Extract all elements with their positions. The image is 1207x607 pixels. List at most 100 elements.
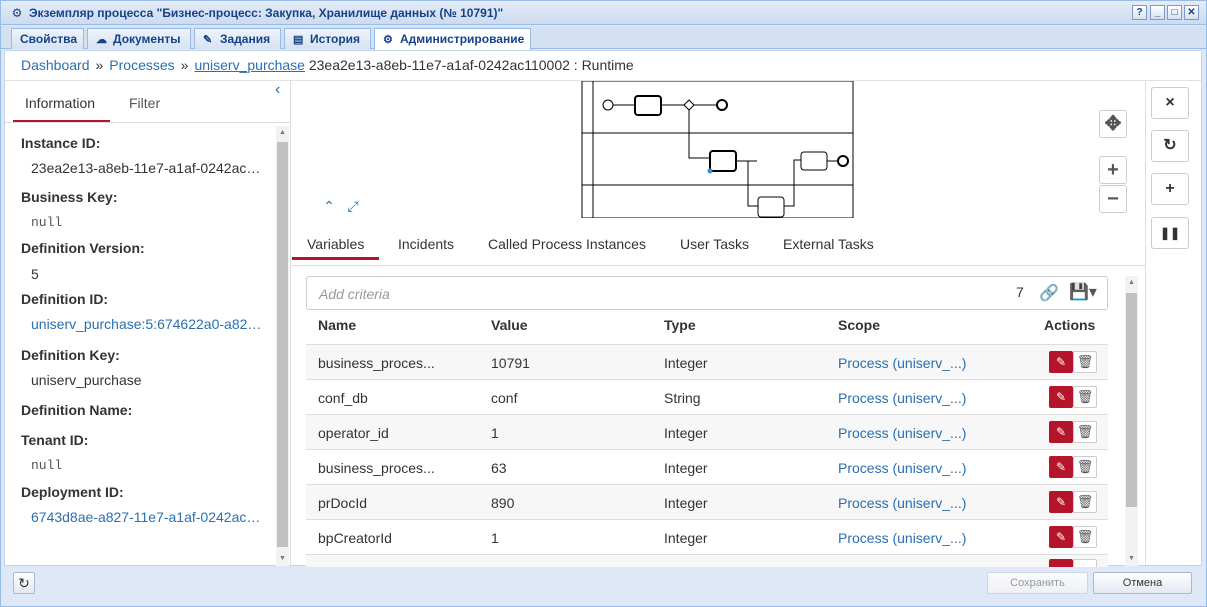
tab-tasks[interactable]: ✎Задания	[194, 28, 281, 49]
edit-icon[interactable]: ✎	[1049, 456, 1073, 478]
table-row[interactable]: business_proces... 10791 Integer Process…	[306, 344, 1108, 379]
breadcrumb-processes[interactable]: Processes	[109, 57, 175, 73]
main-scrollbar[interactable]: ▲ ▼	[1125, 276, 1138, 566]
trash-icon[interactable]: 🗑	[1073, 526, 1097, 548]
variable-value[interactable]: 890	[491, 495, 515, 511]
breadcrumb: Dashboard»Processes»uniserv_purchase 23e…	[21, 57, 634, 73]
tab-properties[interactable]: Свойства	[11, 28, 84, 49]
tab-variables[interactable]: Variables	[307, 236, 365, 252]
breadcrumb-dashboard[interactable]: Dashboard	[21, 57, 90, 73]
add-icon[interactable]: +	[1151, 173, 1189, 205]
process-icon: ⚙	[11, 6, 23, 20]
table-header: Name Value Type Scope Actions	[306, 313, 1108, 337]
scroll-down-arrow-icon[interactable]: ▼	[1128, 555, 1135, 562]
tab-administration[interactable]: ⚙Администрирование	[374, 28, 531, 50]
variable-scope-link[interactable]: Process (uniserv_...)	[838, 460, 967, 476]
variable-scope-link[interactable]: Process (uniserv_...)	[838, 495, 967, 511]
variable-value[interactable]: 1	[491, 425, 499, 441]
refresh-window-icon[interactable]: ↻	[13, 572, 35, 594]
variable-value[interactable]: conf	[491, 390, 518, 406]
trash-icon[interactable]: 🗑	[1073, 386, 1097, 408]
expand-diagram-icon[interactable]: ⤢	[347, 198, 359, 214]
breadcrumb-definition[interactable]: uniserv_purchase	[194, 57, 305, 73]
save-button[interactable]: Сохранить	[987, 572, 1088, 594]
bpmn-diagram[interactable]: ✥ + − ⌃ ⤢	[292, 81, 1145, 218]
tab-filter[interactable]: Filter	[129, 95, 161, 111]
scroll-up-arrow-icon[interactable]: ▲	[1128, 279, 1135, 286]
variable-name: operator_id	[318, 425, 389, 441]
deployment-id-link[interactable]: 6743d8ae-a827-11e7-a1af-0242ac110002	[31, 509, 267, 525]
trash-icon[interactable]: 🗑	[1073, 351, 1097, 373]
minimize-button[interactable]: _	[1150, 5, 1165, 20]
refresh-icon[interactable]: ↻	[1151, 130, 1189, 162]
zoom-out-icon[interactable]: −	[1099, 185, 1127, 213]
window-titlebar[interactable]: ⚙ Экземпляр процесса "Бизнес-процесс: За…	[1, 1, 1206, 25]
tab-external-tasks[interactable]: External Tasks	[783, 236, 874, 252]
edit-icon[interactable]: ✎	[1049, 421, 1073, 443]
edit-icon[interactable]: ✎	[1049, 386, 1073, 408]
table-row[interactable]: operator_id 1 Integer Process (uniserv_.…	[306, 414, 1108, 449]
variable-scope-link[interactable]: Process (uniserv_...)	[838, 530, 967, 546]
variable-value[interactable]: 10791	[491, 355, 530, 371]
cancel-button[interactable]: Отмена	[1093, 572, 1192, 594]
zoom-in-icon[interactable]: +	[1099, 156, 1127, 184]
main-tabs: Variables Incidents Called Process Insta…	[292, 218, 1145, 266]
column-actions: Actions	[1044, 317, 1096, 333]
tab-incidents[interactable]: Incidents	[398, 236, 455, 252]
close-button[interactable]: ✕	[1184, 5, 1199, 20]
column-scope[interactable]: Scope	[838, 317, 881, 333]
variable-value[interactable]: 63	[491, 460, 507, 476]
tab-history[interactable]: ▤История	[284, 28, 371, 49]
scrollbar-thumb[interactable]	[1126, 293, 1137, 507]
edit-icon[interactable]: ✎	[1049, 491, 1073, 513]
variable-name: prDocId	[318, 495, 368, 511]
table-row[interactable]: prDocId 890 Integer Process (uniserv_...…	[306, 484, 1108, 519]
collapse-sidebar-icon[interactable]: ‹	[275, 81, 281, 98]
table-row[interactable]: bpCreatorId 1 Integer Process (uniserv_.…	[306, 519, 1108, 554]
trash-icon[interactable]: 🗑	[1073, 456, 1097, 478]
close-panel-icon[interactable]: ×	[1151, 87, 1189, 119]
instance-id-label: Instance ID:	[21, 135, 101, 151]
variable-scope-link[interactable]: Process (uniserv_...)	[838, 355, 967, 371]
sidebar: ‹ Information Filter Instance ID: 23ea2e…	[5, 81, 291, 567]
link-icon[interactable]: 🔗	[1039, 285, 1059, 302]
tab-user-tasks[interactable]: User Tasks	[680, 236, 749, 252]
variable-scope-link[interactable]: Process (uniserv_...)	[838, 425, 967, 441]
tab-called-process-instances[interactable]: Called Process Instances	[488, 236, 646, 252]
search-criteria-field[interactable]: Add criteria 7 🔗 💾▾	[306, 276, 1108, 310]
tab-documents[interactable]: ☁Документы	[87, 28, 191, 49]
table-row[interactable]	[306, 554, 1108, 567]
scroll-down-arrow-icon[interactable]: ▼	[279, 555, 286, 562]
trash-icon[interactable]: 🗑	[1073, 491, 1097, 513]
collapse-diagram-icon[interactable]: ⌃	[323, 198, 335, 214]
variable-type: Integer	[664, 355, 708, 371]
tab-label: Документы	[113, 32, 181, 46]
trash-icon[interactable]	[1073, 559, 1097, 567]
variable-value[interactable]: 1	[491, 530, 499, 546]
column-name[interactable]: Name	[318, 317, 357, 333]
edit-icon[interactable]	[1049, 559, 1073, 567]
result-count: 7	[1016, 284, 1024, 300]
column-type[interactable]: Type	[664, 317, 696, 333]
maximize-button[interactable]: □	[1167, 5, 1182, 20]
trash-icon[interactable]: 🗑	[1073, 421, 1097, 443]
definition-id-link[interactable]: uniserv_purchase:5:674622a0-a827-11e7-a1…	[31, 316, 267, 332]
scrollbar-thumb[interactable]	[277, 142, 288, 547]
column-value[interactable]: Value	[491, 317, 528, 333]
tab-information[interactable]: Information	[25, 95, 96, 111]
suspend-icon[interactable]: ❚❚	[1151, 217, 1189, 249]
scroll-up-arrow-icon[interactable]: ▲	[279, 129, 286, 136]
help-button[interactable]: ?	[1132, 5, 1147, 20]
table-row[interactable]: business_proces... 63 Integer Process (u…	[306, 449, 1108, 484]
table-row[interactable]: conf_db conf String Process (uniserv_...…	[306, 379, 1108, 414]
variable-scope-link[interactable]: Process (uniserv_...)	[838, 390, 967, 406]
sidebar-scrollbar[interactable]: ▲ ▼	[276, 126, 289, 566]
definition-version-label: Definition Version:	[21, 240, 145, 256]
center-diagram-icon[interactable]: ✥	[1099, 110, 1127, 138]
window-footer: ↻ Сохранить Отмена	[1, 567, 1206, 606]
edit-icon[interactable]: ✎	[1049, 526, 1073, 548]
save-query-icon[interactable]: 💾▾	[1069, 284, 1097, 301]
edit-icon[interactable]: ✎	[1049, 351, 1073, 373]
gears-icon: ⚙	[383, 34, 393, 46]
